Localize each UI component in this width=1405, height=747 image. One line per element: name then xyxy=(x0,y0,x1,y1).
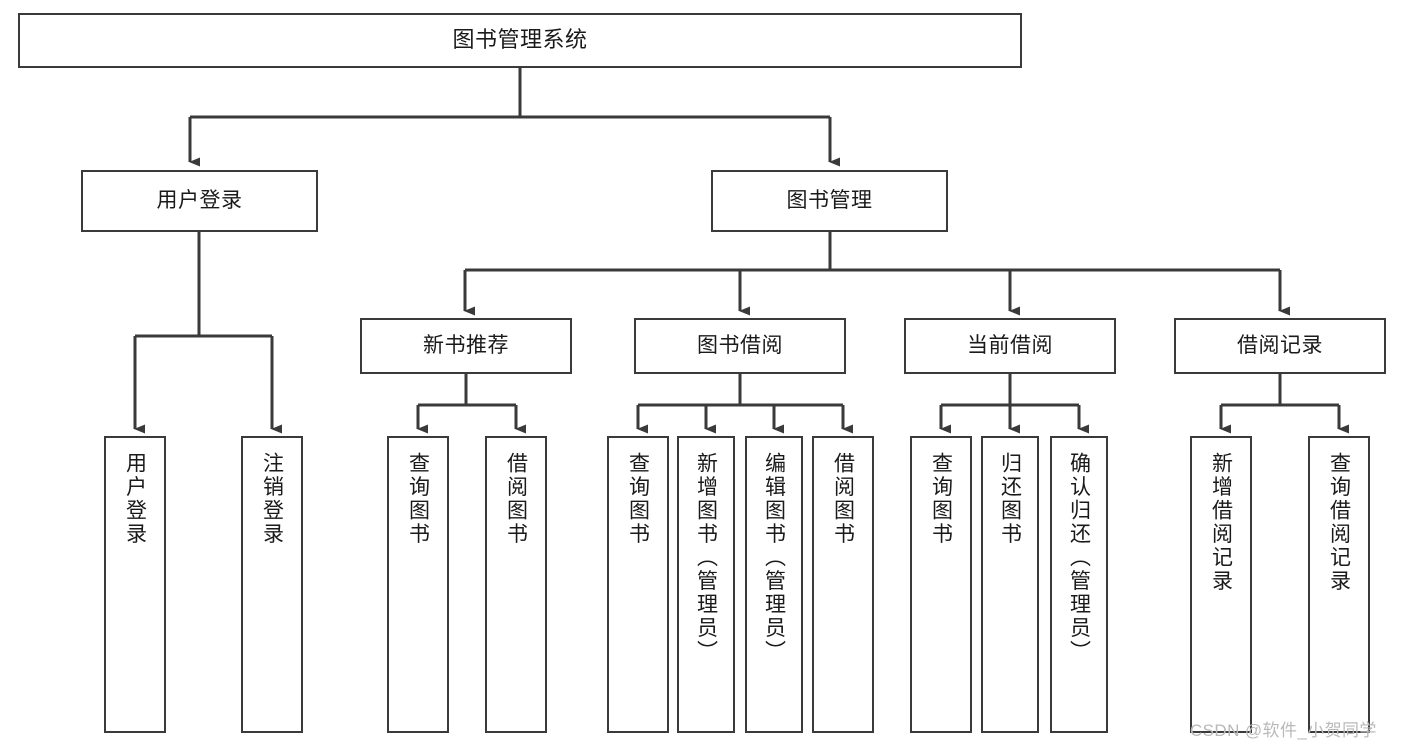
node-new-book-rec[interactable]: 新书推荐 xyxy=(360,318,572,374)
node-leaf-confirm-return[interactable]: 确认归还（管理员） xyxy=(1050,436,1108,733)
node-current-borrow-label: 当前借阅 xyxy=(967,334,1053,358)
node-book-manage[interactable]: 图书管理 xyxy=(711,170,948,232)
node-leaf-edit-book-label: 编辑图书（管理员） xyxy=(762,452,786,664)
node-leaf-borrow-book-1-label: 借阅图书 xyxy=(504,452,528,546)
node-new-book-rec-label: 新书推荐 xyxy=(423,334,509,358)
node-book-borrow-label: 图书借阅 xyxy=(697,334,783,358)
node-leaf-user-login[interactable]: 用户登录 xyxy=(104,436,166,733)
node-leaf-borrow-book-2[interactable]: 借阅图书 xyxy=(812,436,874,733)
node-leaf-return-book-label: 归还图书 xyxy=(998,452,1022,546)
node-leaf-query-book-3[interactable]: 查询图书 xyxy=(910,436,972,733)
node-leaf-query-book-1-label: 查询图书 xyxy=(406,452,430,546)
node-leaf-add-book[interactable]: 新增图书（管理员） xyxy=(677,436,735,733)
node-book-borrow[interactable]: 图书借阅 xyxy=(634,318,846,374)
node-book-manage-label: 图书管理 xyxy=(786,189,873,213)
node-borrow-record-label: 借阅记录 xyxy=(1237,334,1323,358)
node-root-label: 图书管理系统 xyxy=(452,27,588,53)
node-leaf-borrow-book-2-label: 借阅图书 xyxy=(831,452,855,546)
node-leaf-query-record[interactable]: 查询借阅记录 xyxy=(1308,436,1370,733)
node-leaf-borrow-book-1[interactable]: 借阅图书 xyxy=(485,436,547,733)
node-leaf-confirm-return-label: 确认归还（管理员） xyxy=(1067,452,1091,664)
node-current-borrow[interactable]: 当前借阅 xyxy=(904,318,1116,374)
node-user-login[interactable]: 用户登录 xyxy=(81,170,318,232)
node-leaf-query-book-2[interactable]: 查询图书 xyxy=(607,436,669,733)
node-leaf-user-login-label: 用户登录 xyxy=(123,452,147,546)
node-leaf-add-record-label: 新增借阅记录 xyxy=(1209,452,1233,593)
node-leaf-query-book-3-label: 查询图书 xyxy=(929,452,953,546)
node-leaf-return-book[interactable]: 归还图书 xyxy=(981,436,1039,733)
node-root[interactable]: 图书管理系统 xyxy=(18,13,1022,68)
node-leaf-add-book-label: 新增图书（管理员） xyxy=(694,452,718,664)
node-leaf-user-logout[interactable]: 注销登录 xyxy=(241,436,303,733)
node-borrow-record[interactable]: 借阅记录 xyxy=(1174,318,1386,374)
node-leaf-query-book-2-label: 查询图书 xyxy=(626,452,650,546)
node-leaf-query-record-label: 查询借阅记录 xyxy=(1327,452,1351,593)
node-leaf-add-record[interactable]: 新增借阅记录 xyxy=(1190,436,1252,733)
node-leaf-query-book-1[interactable]: 查询图书 xyxy=(387,436,449,733)
node-leaf-edit-book[interactable]: 编辑图书（管理员） xyxy=(745,436,803,733)
node-leaf-user-logout-label: 注销登录 xyxy=(260,452,284,546)
node-user-login-label: 用户登录 xyxy=(156,189,243,213)
